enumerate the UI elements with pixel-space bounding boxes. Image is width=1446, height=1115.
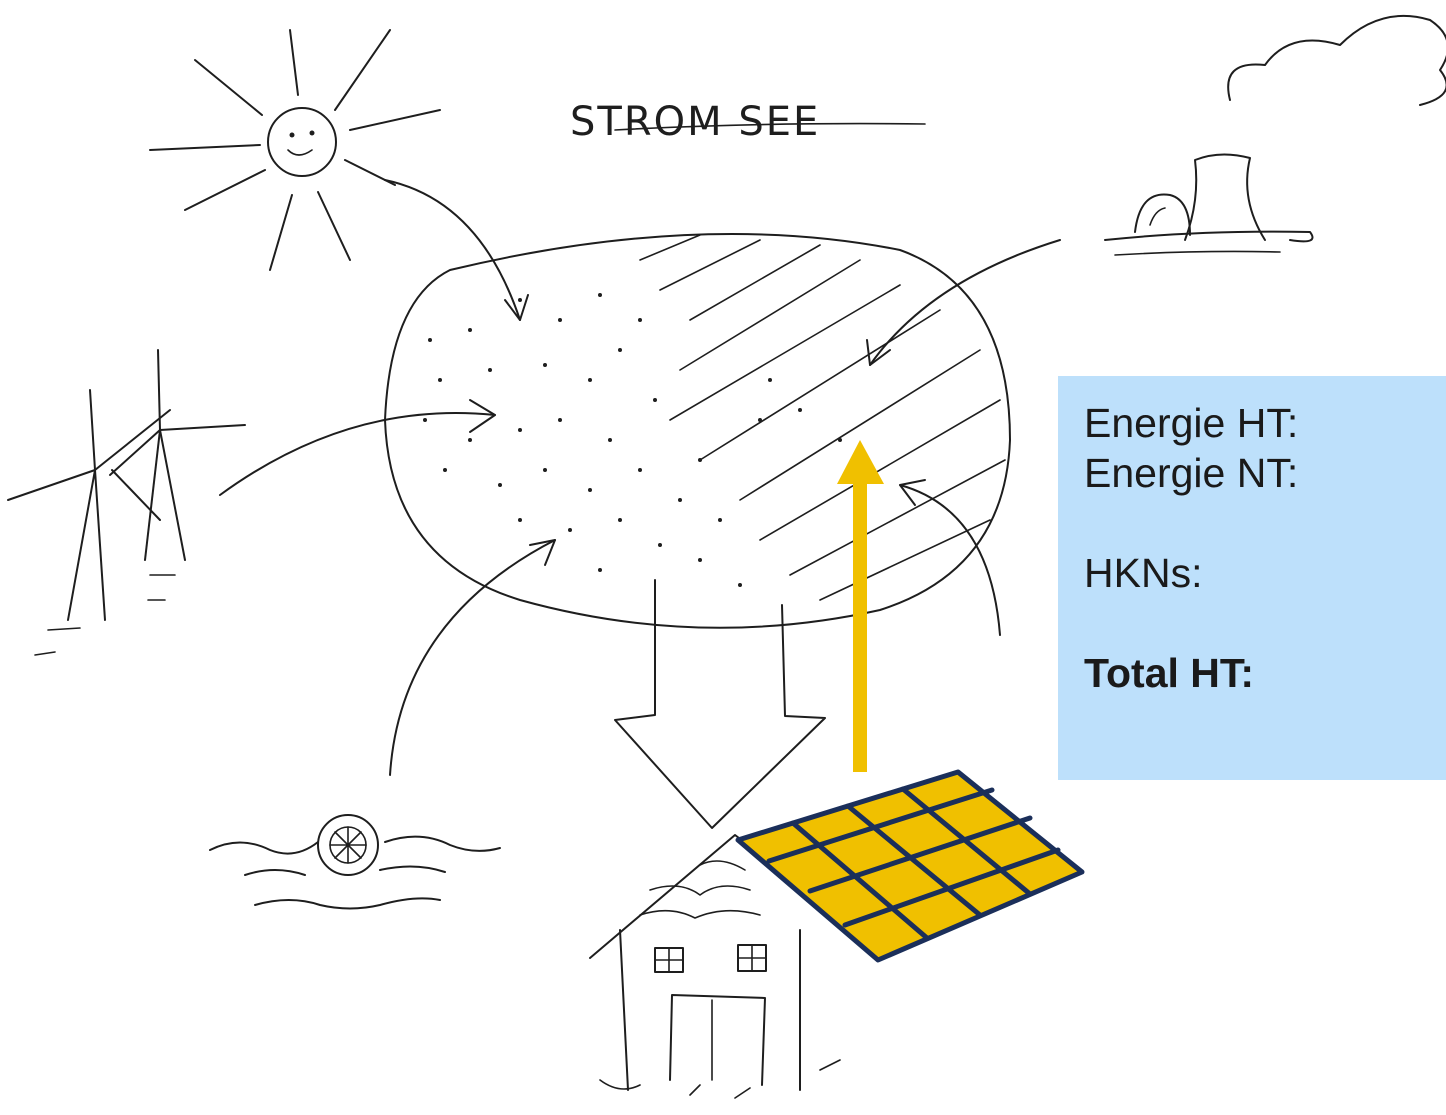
power-plant-icon (1104, 153, 1314, 256)
strom-see-lake (384, 233, 1011, 629)
cloud-icon (1227, 14, 1446, 106)
wind-turbine-icon (7, 349, 246, 656)
hkns-label: HKNs: (1084, 550, 1203, 596)
title-underline (614, 122, 926, 131)
spacer (1084, 598, 1446, 648)
outflow-arrow (614, 579, 826, 829)
energie-ht-label: Energie HT: (1084, 400, 1299, 446)
total-ht-label: Total HT: (1084, 650, 1255, 696)
lake-stippling (423, 293, 842, 587)
feed-in-arrow (837, 440, 884, 772)
diagram-title: STROM SEE (570, 99, 820, 145)
inflow-arrows (219, 179, 1061, 776)
water-turbine-icon (209, 814, 501, 910)
energy-info-box: Energie HT: Energie NT: HKNs: Total HT: (1058, 376, 1446, 780)
solar-panel-icon (735, 769, 1085, 963)
sun-icon (149, 29, 441, 271)
energie-nt-label: Energie NT: (1084, 450, 1299, 496)
spacer (1084, 498, 1446, 548)
